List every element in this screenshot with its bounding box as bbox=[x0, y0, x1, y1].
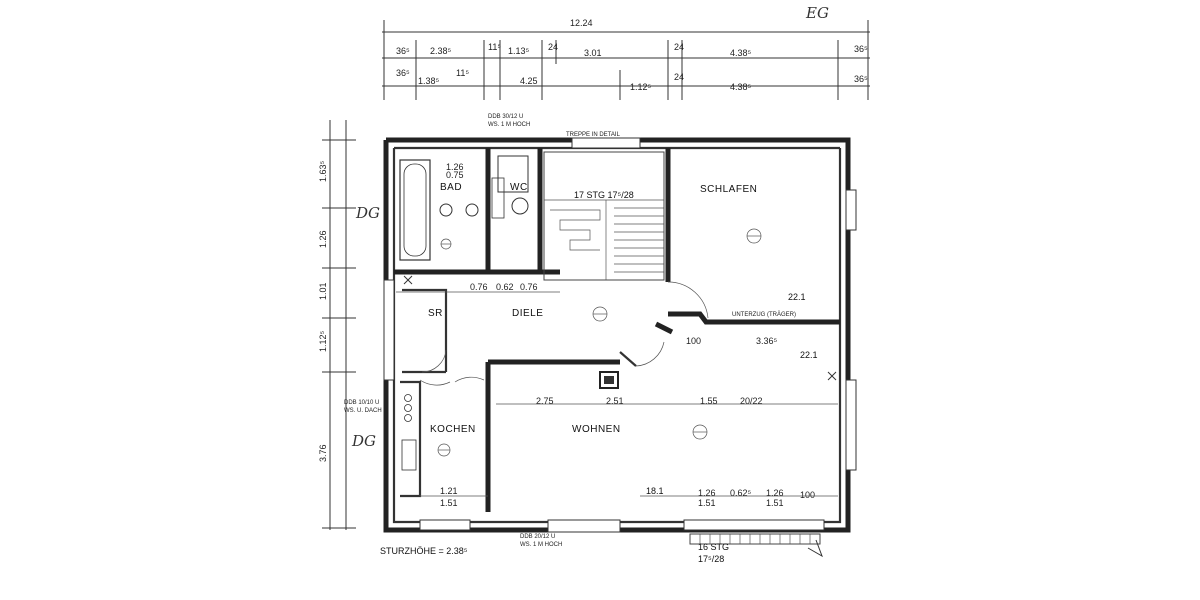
top-dim-row2-3: 11⁵ bbox=[456, 68, 469, 78]
cross-marks bbox=[403, 275, 837, 381]
top-dim-row2-2: 1.38⁵ bbox=[418, 76, 440, 86]
bottom-dim-3: 1.26 bbox=[766, 488, 784, 498]
ddb-kitchen: DDB 10/10 U bbox=[344, 400, 379, 406]
top-dim-1: 36⁵ bbox=[396, 46, 410, 56]
ddb-top-2: WS. 1 M HOCH bbox=[488, 122, 530, 128]
diele-dim-3: 0.76 bbox=[520, 282, 538, 292]
level-note-2: 22.1 bbox=[800, 350, 818, 360]
ddb-bottom-2: WS. 1 M HOCH bbox=[520, 542, 562, 548]
ddb-kitchen-2: WS. U. DACH bbox=[344, 408, 382, 414]
top-dim-3: 11⁵ bbox=[488, 42, 501, 52]
stair-upper-text: 17 STG 17⁵/28 bbox=[574, 190, 634, 200]
top-dim-row2-6: 24 bbox=[674, 72, 684, 82]
overall-width: 12.24 bbox=[570, 18, 593, 28]
interior-walls bbox=[394, 148, 840, 512]
ddb-top: DDB 30/12 U bbox=[488, 114, 523, 120]
room-diele: DIELE bbox=[512, 308, 543, 319]
left-dim-2: 1.26 bbox=[318, 230, 328, 248]
door-swings bbox=[419, 281, 709, 386]
top-dim-9: 36⁵ bbox=[854, 44, 868, 54]
left-dimension-lines: 1.63⁵ 1.26 1.01 1.12⁵ 3.76 bbox=[318, 120, 356, 530]
room-wc: WC bbox=[510, 182, 528, 193]
top-dim-row2-7: 4.38⁵ bbox=[730, 82, 752, 92]
windows bbox=[383, 137, 857, 533]
stair-lower-count: 16 STG bbox=[698, 542, 729, 552]
top-dim-row2-5: 1.12⁵ bbox=[630, 82, 652, 92]
unterzug-note: UNTERZUG (TRÄGER) bbox=[732, 311, 796, 318]
stair-lower-ratio: 17⁵/28 bbox=[698, 554, 724, 564]
dg-note-upper: DG bbox=[355, 204, 380, 222]
bad-dim-1: 1.26 bbox=[446, 162, 464, 172]
top-dim-2: 2.38⁵ bbox=[430, 46, 452, 56]
bottom-dim-2: 0.62⁵ bbox=[730, 488, 752, 498]
top-dimension-lines: 12.24 36⁵ 2.38⁵ 11⁵ 1.13⁵ 24 3.01 24 4.3… bbox=[382, 18, 870, 100]
bottom-dim-1: 1.26 bbox=[698, 488, 716, 498]
left-dim-3: 1.01 bbox=[318, 282, 328, 300]
top-dim-4: 1.13⁵ bbox=[508, 46, 530, 56]
top-dim-6: 3.01 bbox=[584, 48, 602, 58]
area-symbols bbox=[437, 228, 762, 457]
top-dim-row2-8: 36⁵ bbox=[854, 74, 868, 84]
level-note-3: 18.1 bbox=[646, 486, 664, 496]
wohnen-dim-2: 2.51 bbox=[606, 396, 624, 406]
dg-note-lower: DG bbox=[351, 432, 376, 450]
left-dim-1: 1.63⁵ bbox=[318, 160, 328, 182]
ddb-bottom: DDB 20/12 U bbox=[520, 534, 555, 540]
top-dim-7: 24 bbox=[674, 42, 684, 52]
lintel-note: STURZHÖHE = 2.38⁵ bbox=[380, 546, 468, 556]
kitchen-dim-1: 1.21 bbox=[440, 486, 458, 496]
stair-lower bbox=[689, 533, 823, 558]
wohnen-dim-3: 1.55 bbox=[700, 396, 718, 406]
kitchen-dim-2: 1.51 bbox=[440, 498, 458, 508]
diele-dim-2: 0.62 bbox=[496, 282, 514, 292]
room-bad: BAD bbox=[440, 182, 462, 193]
top-dim-5: 24 bbox=[548, 42, 558, 52]
dim-336: 3.36⁵ bbox=[756, 336, 778, 346]
room-kochen: KOCHEN bbox=[430, 424, 476, 435]
stair-upper bbox=[543, 151, 665, 281]
bad-dim-2: 0.75 bbox=[446, 170, 464, 180]
top-dim-8: 4.38⁵ bbox=[730, 48, 752, 58]
room-schlafen: SCHLAFEN bbox=[700, 184, 757, 195]
room-wohnen: WOHNEN bbox=[572, 424, 621, 435]
chimney bbox=[599, 371, 619, 389]
top-dim-row2-1: 36⁵ bbox=[396, 68, 410, 78]
stair-detail-label: TREPPE IN DETAIL bbox=[566, 132, 621, 138]
bottom-dim-5: 1.51 bbox=[766, 498, 784, 508]
top-dim-row2-4: 4.25 bbox=[520, 76, 538, 86]
dim-100-a: 100 bbox=[686, 336, 701, 346]
kitchen-fixtures bbox=[401, 394, 417, 471]
wohnen-dim-4: 20/22 bbox=[740, 396, 763, 406]
left-dim-5: 3.76 bbox=[318, 444, 328, 462]
floor-label: EG bbox=[805, 4, 829, 22]
room-sr: SR bbox=[428, 308, 443, 319]
level-note-1: 22.1 bbox=[788, 292, 806, 302]
left-dim-4: 1.12⁵ bbox=[318, 330, 328, 352]
wohnen-dim-1: 2.75 bbox=[536, 396, 554, 406]
diele-dim-1: 0.76 bbox=[470, 282, 488, 292]
bottom-dim-4: 1.51 bbox=[698, 498, 716, 508]
bathroom-fixtures bbox=[399, 155, 529, 261]
dim-100-b: 100 bbox=[800, 490, 815, 500]
